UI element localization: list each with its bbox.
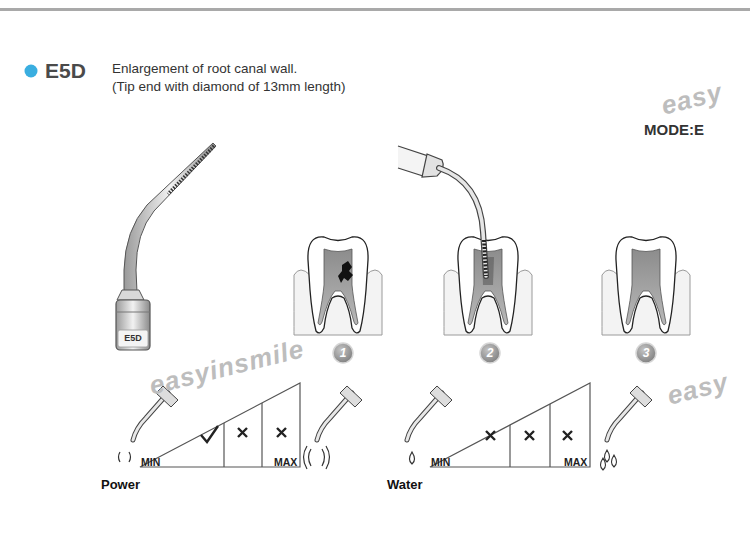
callout-number-text: 2 <box>479 342 501 364</box>
top-rule <box>0 8 750 11</box>
scale-min: MIN <box>141 456 160 468</box>
tooth-drawing <box>294 237 382 335</box>
watermark: easy <box>658 77 725 121</box>
mode-label: MODE:E <box>644 121 704 138</box>
handpiece <box>398 146 486 276</box>
scale-max: MAX <box>274 456 297 468</box>
watermark: easyinsmile <box>146 334 307 401</box>
axis-label: Power <box>101 478 140 493</box>
canal-wall-deposit <box>338 261 353 283</box>
tip-marking: E5D <box>124 333 142 343</box>
description-text: Enlargement of root canal wall. <box>112 61 297 77</box>
watermark: easy <box>664 367 731 411</box>
callout-number: 1 <box>332 342 354 364</box>
tooth-drawing <box>602 237 690 335</box>
tooth-drawing <box>444 237 532 335</box>
scale-min: MIN <box>431 456 450 468</box>
callout-number: 3 <box>635 342 657 364</box>
bullet-dot <box>25 65 38 78</box>
description-text: (Tip end with diamond of 13mm length) <box>112 79 346 95</box>
scale-max: MAX <box>564 456 587 468</box>
product-title: E5D <box>45 59 86 83</box>
water-scale <box>407 383 652 470</box>
callout-number-text: 3 <box>635 342 657 364</box>
axis-label: Water <box>387 478 423 493</box>
callout-number-text: 1 <box>332 342 354 364</box>
tip-illustration <box>116 143 216 350</box>
callout-number: 2 <box>479 342 501 364</box>
